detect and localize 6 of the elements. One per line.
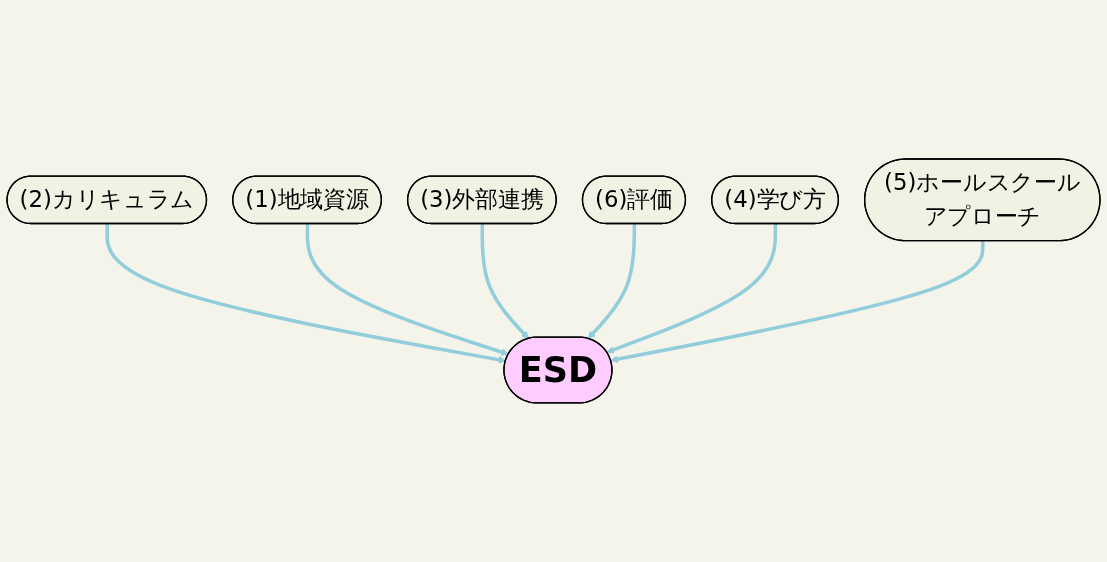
arrow <box>606 223 778 354</box>
arrow <box>305 223 509 356</box>
arrow <box>480 223 529 340</box>
arrow <box>610 241 985 363</box>
arrow <box>105 223 507 364</box>
arrow <box>587 223 637 340</box>
